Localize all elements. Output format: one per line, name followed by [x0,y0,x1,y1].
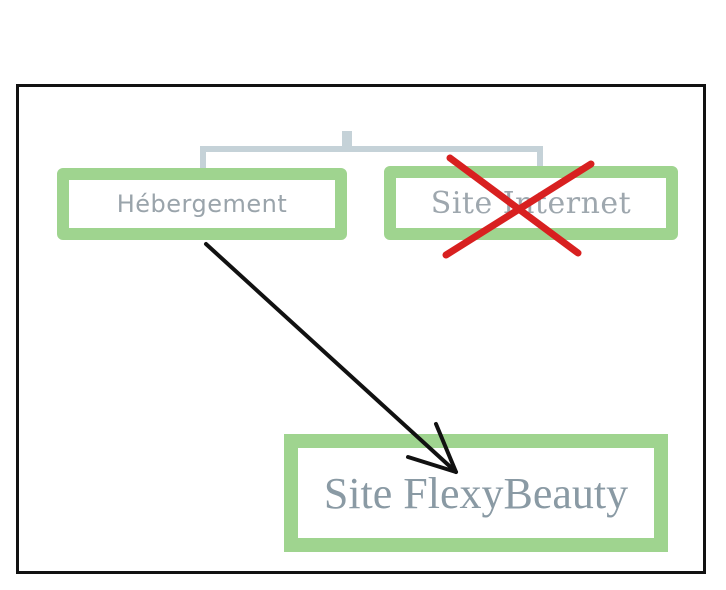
site-internet-label: Site Internet [430,185,632,221]
site-flexybeauty-box: Site FlexyBeauty [284,434,668,552]
hebergement-box: Hébergement [57,168,347,240]
site-flexybeauty-label: Site FlexyBeauty [323,468,629,518]
hebergement-label: Hébergement [116,190,288,218]
site-internet-box: Site Internet [384,166,678,240]
